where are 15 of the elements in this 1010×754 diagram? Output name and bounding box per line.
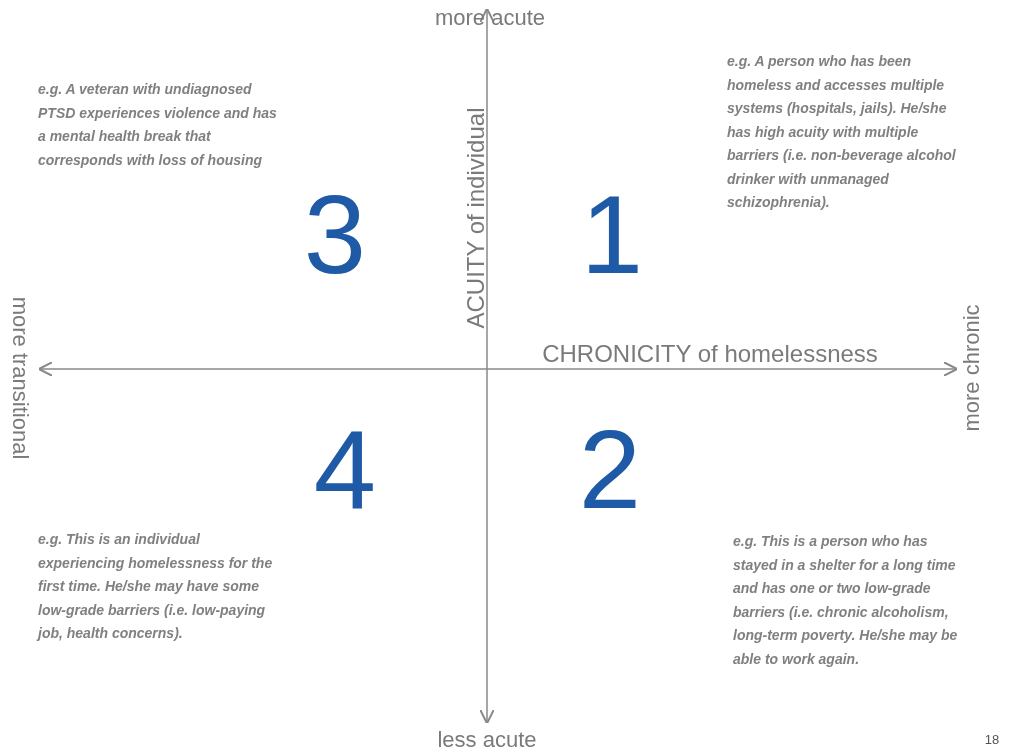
quadrant-number: 4 [313, 408, 377, 532]
example-text: e.g. A person who has been homeless and accesses multiple systems (hospitals, jails). He/she has high acuity with multiple barriers (i.e. non-beverage alcohol drinker with unmanaged schizophrenia). [727, 52, 957, 212]
example-text: e.g. This is a person who has stayed in a shelter for a long time and has one or two low-grade barriers (i.e. chronic alcoholism, long-term poverty. He/she may be able to work again. [733, 532, 959, 669]
axis-label: more acute [434, 5, 546, 31]
axis-label: CHRONICITY of homelessness [542, 340, 878, 368]
axis-label: more chronic [959, 304, 985, 432]
axis-label: ACUITY of individual [462, 107, 490, 329]
quadrant-number: 2 [578, 408, 642, 532]
axis-label: less acute [437, 727, 537, 753]
quadrant-number: 3 [303, 173, 367, 297]
example-text: e.g. A veteran with undiagnosed PTSD experiences violence and has a mental health break that corresponds with loss of housing [38, 80, 278, 170]
example-text: e.g. This is an individual experiencing homelessness for the first time. He/she may have some low-grade barriers (i.e. low-paying job, health concerns). [38, 530, 274, 643]
page-number: 18 [984, 732, 1000, 748]
quadrant-number: 1 [580, 173, 644, 297]
axis-label: more transitional [7, 296, 33, 460]
